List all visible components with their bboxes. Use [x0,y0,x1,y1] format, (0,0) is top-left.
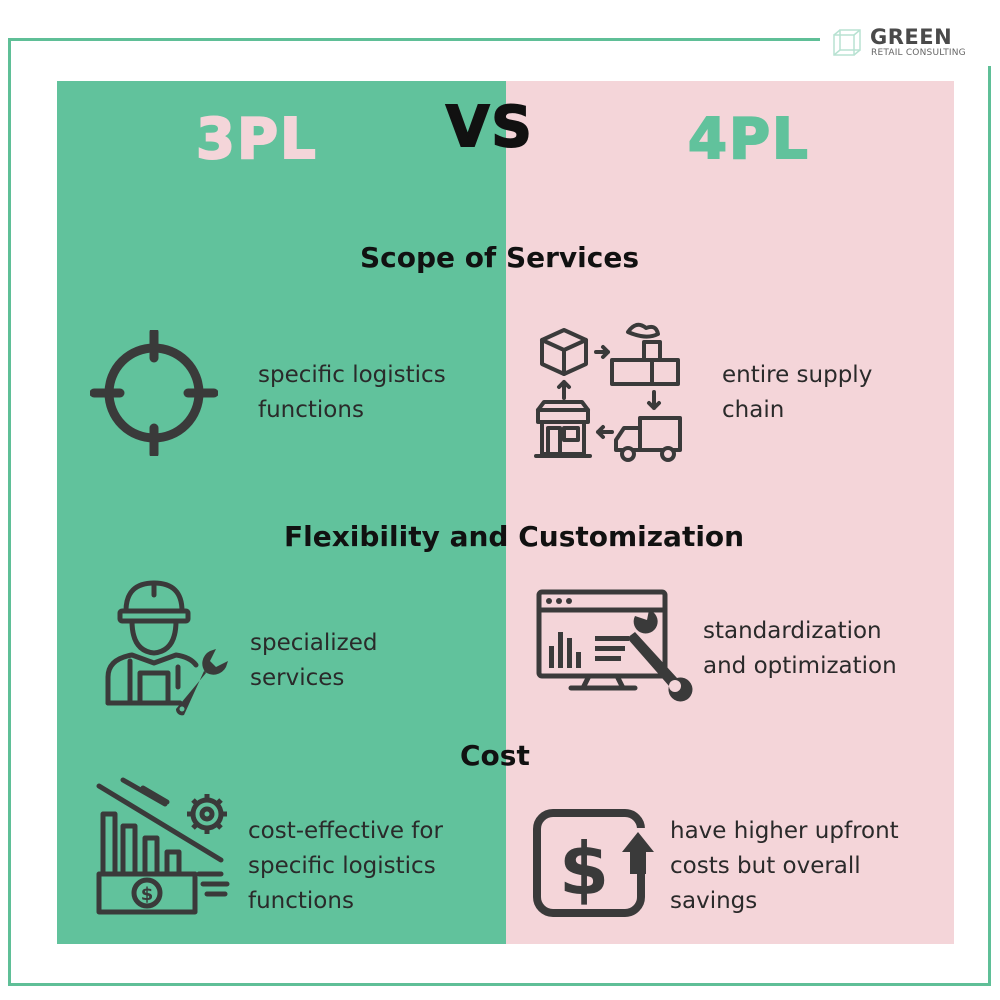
text-line: specific logistics [258,362,446,388]
cost-4pl-text: have higher upfront costs but overall sa… [670,814,899,919]
dollar-arrow-up-icon: $ [533,809,654,917]
frame-left-border [8,38,11,986]
text-line: and optimization [703,653,897,679]
frame-top-border [8,38,820,41]
monitor-analytics-wrench-icon [536,589,693,702]
title-vs: VS [445,95,534,160]
title-4pl: 4PL [687,107,810,172]
heading-cost: Cost [460,739,530,772]
brand-subtitle: RETAIL CONSULTING [871,48,966,58]
brand-name: GREEN [870,25,953,49]
frame-bottom-border [8,983,991,986]
text-line: services [250,665,345,691]
target-crosshair-icon [90,330,218,456]
cost-reduction-icon: $ [96,777,230,915]
text-line: functions [248,888,354,914]
panel-4pl [506,81,954,944]
svg-text:$: $ [559,827,609,911]
title-3pl: 3PL [195,107,318,172]
cost-3pl-text: cost-effective for specific logistics fu… [248,814,443,919]
text-line: standardization [703,618,882,644]
frame-right-border [988,66,991,986]
text-line: have higher upfront [670,818,899,844]
svg-text:$: $ [141,884,154,905]
cube-logo-icon [833,29,861,56]
scope-3pl-text: specific logistics functions [258,358,446,428]
supply-chain-cycle-icon [534,322,682,462]
heading-flexibility-customization: Flexibility and Customization [284,520,745,553]
text-line: costs but overall [670,853,861,879]
flex-3pl-text: specialized services [250,626,377,696]
text-line: specialized [250,630,378,656]
brand-logo: GREEN RETAIL CONSULTING [832,25,992,62]
text-line: chain [722,397,785,423]
heading-scope-of-services: Scope of Services [360,241,640,274]
scope-4pl-text: entire supply chain [722,358,872,428]
flex-4pl-text: standardization and optimization [703,614,897,684]
text-line: savings [670,888,758,914]
text-line: cost-effective for [248,818,443,844]
panel-3pl [57,81,506,944]
worker-with-wrench-icon [105,580,228,716]
text-line: entire supply [722,362,873,388]
text-line: specific logistics [248,853,436,879]
text-line: functions [258,397,364,423]
